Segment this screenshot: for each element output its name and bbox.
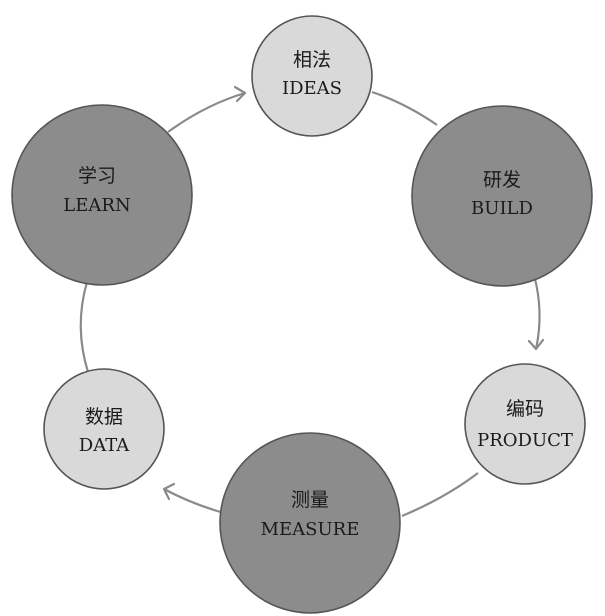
node-ideas-label-zh: 相法 [293, 49, 331, 71]
connector-learn-to-ideas [167, 91, 246, 133]
node-ideas-label-en: IDEAS [282, 78, 342, 99]
node-product-label-en: PRODUCT [477, 430, 573, 451]
node-data-label-en: DATA [79, 435, 130, 456]
node-ideas: 相法 IDEAS [251, 15, 373, 137]
node-learn: 学习 LEARN [11, 104, 193, 286]
connector-measure-to-data [163, 488, 225, 515]
node-product: 编码 PRODUCT [464, 363, 586, 485]
node-ideas-circle [251, 15, 373, 137]
node-build-circle [411, 105, 593, 287]
node-measure: 测量 MEASURE [219, 432, 401, 614]
node-measure-label-en: MEASURE [261, 519, 360, 540]
node-build-label-zh: 研发 [483, 169, 521, 191]
connector-ideas-to-build [371, 90, 438, 126]
node-data-circle [43, 368, 165, 490]
connector-build-to-product [532, 274, 541, 350]
connector-data-to-learn [79, 281, 90, 373]
arrowhead-ideas [233, 85, 247, 103]
node-learn-label-zh: 学习 [78, 165, 116, 187]
node-data: 数据 DATA [43, 368, 165, 490]
node-measure-circle [219, 432, 401, 614]
arrowhead-data [162, 482, 176, 501]
node-build: 研发 BUILD [411, 105, 593, 287]
node-data-label-zh: 数据 [85, 406, 123, 428]
node-product-circle [464, 363, 586, 485]
node-measure-label-zh: 测量 [291, 489, 329, 511]
node-learn-circle [11, 104, 193, 286]
connectors [79, 85, 545, 518]
node-build-label-en: BUILD [471, 198, 533, 219]
connector-product-to-measure [401, 472, 479, 518]
node-product-label-zh: 编码 [506, 398, 544, 420]
arrowhead-product [527, 338, 545, 351]
node-learn-label-en: LEARN [63, 195, 130, 216]
